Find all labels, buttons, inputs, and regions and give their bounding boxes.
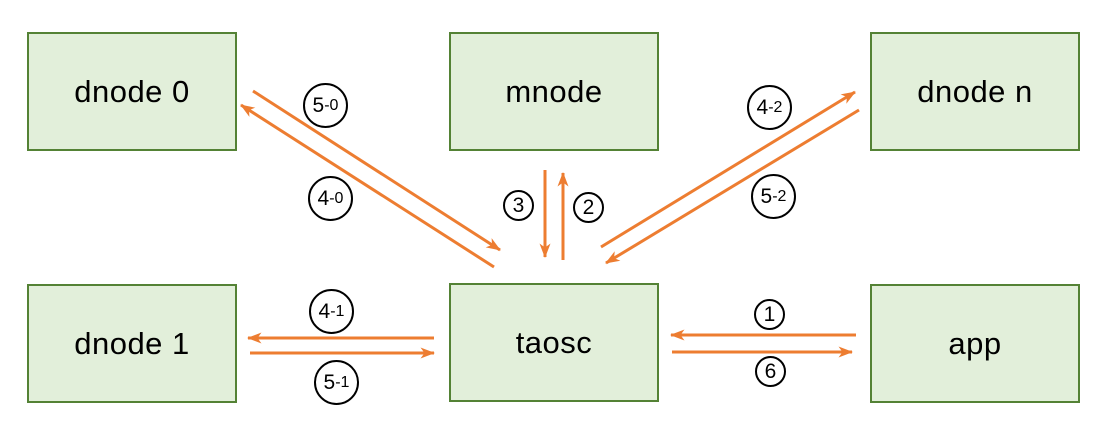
edge-label-6: 6	[755, 356, 786, 387]
node-dnode-1: dnode 1	[27, 284, 237, 403]
edge-label-3: 3	[503, 190, 534, 221]
node-mnode-label: mnode	[505, 73, 603, 109]
edge-label-1: 1	[754, 299, 785, 330]
node-app-label: app	[948, 325, 1002, 361]
arrow-taosc-to-dnoden	[600, 90, 856, 249]
node-dnode-0-label: dnode 0	[74, 73, 190, 109]
arrow-dnode0-to-taosc	[252, 89, 501, 252]
node-dnode-1-label: dnode 1	[74, 325, 190, 361]
edge-label-2: 2	[573, 192, 604, 223]
arrow-dnoden-to-taosc	[605, 108, 860, 265]
node-app: app	[870, 284, 1080, 403]
edge-label-5-2: 5-2	[751, 174, 796, 219]
node-dnode-0: dnode 0	[27, 32, 237, 151]
edge-label-5-1: 5-1	[314, 360, 359, 405]
edge-label-4-2: 4-2	[747, 85, 792, 130]
node-mnode: mnode	[449, 32, 659, 151]
node-taosc-label: taosc	[515, 324, 593, 360]
node-taosc: taosc	[449, 283, 659, 402]
node-dnode-n: dnode n	[870, 32, 1080, 151]
node-dnode-n-label: dnode n	[917, 73, 1033, 109]
edge-label-4-0: 4-0	[308, 176, 353, 221]
edge-label-4-1: 4-1	[309, 289, 354, 334]
edge-label-5-0: 5-0	[303, 83, 348, 128]
arrow-taosc-to-dnode0	[240, 103, 495, 269]
